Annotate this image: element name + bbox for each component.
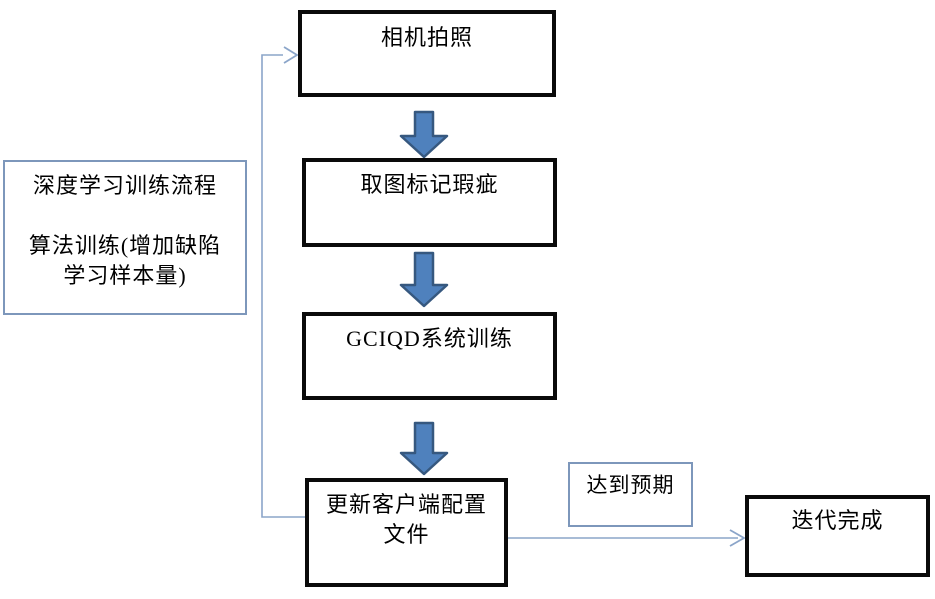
node-iteration-done: 迭代完成	[745, 495, 930, 577]
node-process-note: 深度学习训练流程 算法训练(增加缺陷 学习样本量)	[3, 160, 247, 315]
node-iteration-done-label: 迭代完成	[791, 508, 884, 533]
node-mark-defects: 取图标记瑕疵	[302, 158, 557, 247]
block-down-arrow-icon	[399, 110, 449, 159]
node-system-training: GCIQD系统训练	[302, 312, 557, 400]
node-camera: 相机拍照	[298, 10, 556, 97]
node-update-config-label: 更新客户端配置 文件	[325, 492, 487, 547]
result-arrowhead-icon	[729, 529, 746, 547]
feedback-connector-line	[261, 54, 305, 518]
block-down-arrow-icon	[399, 251, 449, 308]
node-mark-defects-label: 取图标记瑕疵	[360, 172, 499, 197]
node-camera-label: 相机拍照	[380, 25, 473, 50]
feedback-arrowhead-icon	[283, 46, 299, 64]
node-expectation-label: 达到预期	[586, 473, 675, 497]
node-expectation: 达到预期	[568, 462, 693, 527]
node-process-note-label: 深度学习训练流程 算法训练(增加缺陷 学习样本量)	[28, 173, 222, 288]
block-down-arrow-icon	[399, 421, 449, 476]
node-update-config: 更新客户端配置 文件	[305, 478, 508, 587]
node-system-training-label: GCIQD系统训练	[346, 326, 513, 351]
